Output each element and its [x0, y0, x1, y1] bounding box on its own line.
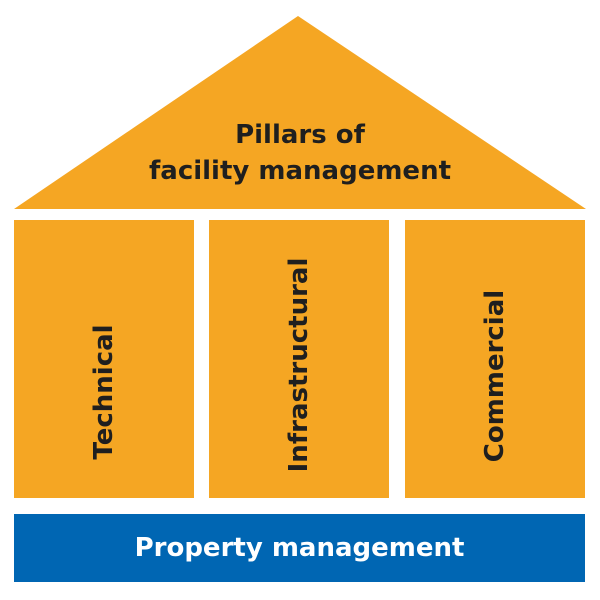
roof-title-line-2: facility management	[148, 156, 452, 186]
roof-title: Pillars of facility management	[100, 117, 500, 189]
roof-title-line-1: Pillars of	[235, 120, 365, 150]
pillar-commercial-label: Commercial	[480, 289, 510, 462]
foundation-label: Property management	[134, 533, 465, 563]
pillar-infrastructural-label: Infrastructural	[284, 257, 314, 472]
pillar-infrastructural: Infrastructural	[209, 220, 389, 498]
pillar-technical: Technical	[14, 220, 194, 498]
pillar-technical-label: Technical	[89, 324, 119, 460]
pillar-commercial: Commercial	[405, 220, 585, 498]
foundation-property-management: Property management	[14, 514, 585, 582]
